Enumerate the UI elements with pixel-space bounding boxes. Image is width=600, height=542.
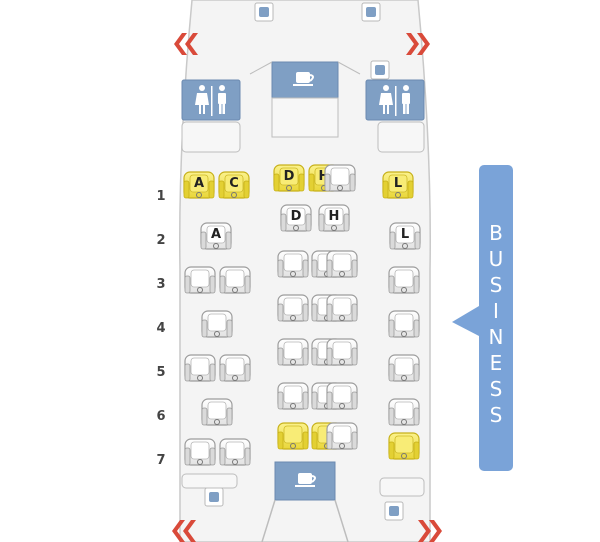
- seat[interactable]: D: [280, 204, 312, 232]
- row-number: 4: [156, 321, 165, 336]
- business-label-letter: U: [489, 247, 504, 271]
- exit-chevron-icon: [417, 33, 430, 55]
- row-number: 2: [156, 233, 165, 248]
- seat[interactable]: [388, 266, 420, 294]
- exit-chevron-icon: [183, 520, 196, 542]
- coffee-cup-icon: [293, 72, 314, 86]
- seat[interactable]: [326, 422, 358, 450]
- seat-letter: H: [329, 209, 340, 224]
- business-label-letter: B: [489, 221, 503, 245]
- bin-icon: [375, 65, 385, 75]
- seat-letter: L: [401, 227, 409, 242]
- seat[interactable]: [388, 398, 420, 426]
- bin-icon: [389, 506, 399, 516]
- seat[interactable]: [388, 310, 420, 338]
- exit-left-bottom[interactable]: [172, 520, 196, 542]
- bin-icon: [259, 7, 269, 17]
- seat[interactable]: [184, 438, 216, 466]
- seat[interactable]: L: [389, 222, 421, 250]
- bin-top-left: [254, 2, 274, 22]
- galley-bottom: [261, 461, 349, 542]
- closet-bottom-left: [181, 473, 238, 489]
- lavatory-icon: [379, 85, 410, 116]
- seat[interactable]: [219, 354, 251, 382]
- exit-chevron-icon: [406, 33, 419, 55]
- exit-chevron-icon: [174, 33, 187, 55]
- seat[interactable]: [184, 354, 216, 382]
- row-number: 3: [156, 277, 165, 292]
- seat[interactable]: [219, 266, 251, 294]
- row-number: 7: [156, 453, 165, 468]
- row-number: 6: [156, 409, 165, 424]
- seat-letter: A: [211, 227, 221, 242]
- seat[interactable]: H: [318, 204, 350, 232]
- seat[interactable]: D: [273, 164, 305, 192]
- bin-icon: [366, 7, 376, 17]
- business-label-letter: S: [490, 403, 503, 427]
- exit-right-top[interactable]: [406, 33, 430, 55]
- seat[interactable]: [201, 310, 233, 338]
- exit-left-top[interactable]: [174, 33, 198, 55]
- galley-top: [249, 61, 361, 138]
- business-label-letter: E: [490, 351, 503, 375]
- lavatory-right: [365, 79, 425, 121]
- seats: A C D H L A D H L: [183, 164, 421, 466]
- business-label-letter: I: [493, 299, 499, 323]
- seat[interactable]: [219, 438, 251, 466]
- row-number: 1: [156, 189, 165, 204]
- exit-chevron-icon: [185, 33, 198, 55]
- seat[interactable]: [277, 338, 309, 366]
- closet-left: [181, 121, 241, 153]
- exit-right-bottom[interactable]: [418, 520, 442, 542]
- exit-chevron-icon: [418, 520, 431, 542]
- seat-letter: H: [319, 169, 330, 184]
- seat[interactable]: [326, 338, 358, 366]
- bin-icon: [209, 492, 219, 502]
- seat-letter: D: [284, 169, 295, 184]
- seat[interactable]: [184, 266, 216, 294]
- seat[interactable]: [277, 250, 309, 278]
- row-numbers: 1 2 3 4 5 6 7: [156, 189, 165, 468]
- seat[interactable]: L: [382, 171, 414, 199]
- seat-letter: A: [194, 176, 204, 191]
- seat[interactable]: A: [200, 222, 232, 250]
- bin-bottom-left: [204, 487, 224, 507]
- seat[interactable]: [201, 398, 233, 426]
- exit-chevron-icon: [429, 520, 442, 542]
- seat-letter: D: [291, 209, 302, 224]
- seat[interactable]: A: [183, 171, 215, 199]
- seat[interactable]: [388, 432, 420, 460]
- seat-letter: L: [394, 176, 402, 191]
- closet-right: [377, 121, 425, 153]
- row-number: 5: [156, 365, 165, 380]
- seat[interactable]: [324, 164, 356, 192]
- seat[interactable]: C: [218, 171, 250, 199]
- lavatory-left: [181, 79, 241, 121]
- seat[interactable]: [326, 250, 358, 278]
- seat[interactable]: [277, 382, 309, 410]
- business-label-letter: S: [490, 273, 503, 297]
- coffee-cup-icon: [295, 473, 316, 487]
- business-label-letter: S: [490, 377, 503, 401]
- seat[interactable]: [326, 294, 358, 322]
- lavatory-icon: [195, 85, 226, 116]
- bin-bottom-right: [384, 501, 404, 521]
- seat-letter: C: [229, 176, 239, 191]
- bin-mid-right: [370, 60, 390, 80]
- closet-bottom-right: [379, 477, 425, 497]
- exit-chevron-icon: [172, 520, 185, 542]
- seat[interactable]: [277, 294, 309, 322]
- bin-top-right: [361, 2, 381, 22]
- business-label-letter: N: [489, 325, 504, 349]
- seat[interactable]: [326, 382, 358, 410]
- seat[interactable]: [277, 422, 309, 450]
- seat[interactable]: [388, 354, 420, 382]
